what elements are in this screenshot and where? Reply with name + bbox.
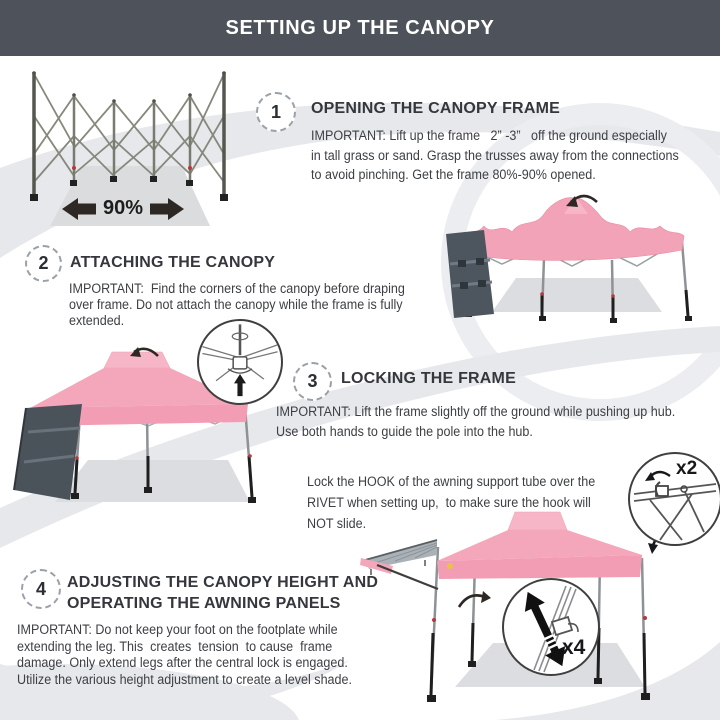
- step-2-body: IMPORTANT: Find the corners of the canop…: [69, 281, 405, 328]
- step-1-badge: 1: [256, 92, 296, 132]
- step-2-title: ATTACHING THE CANOPY: [70, 254, 276, 271]
- hook-inset: x2: [628, 452, 720, 546]
- page-title: SETTING UP THE CANOPY: [225, 16, 495, 39]
- hub-inset: [197, 319, 283, 405]
- height-arrow-icon: [524, 591, 566, 667]
- push-up-arrow-icon: [234, 373, 246, 397]
- step-1-body: IMPORTANT: Lift up the frame 2” -3” off …: [311, 128, 679, 182]
- expand-right-arrow-icon: [150, 197, 185, 220]
- page-header: SETTING UP THE CANOPY: [0, 0, 720, 56]
- frame-open-percent: 90%: [103, 197, 144, 219]
- step-3-title: LOCKING THE FRAME: [341, 370, 516, 387]
- step-1-number: 1: [270, 101, 281, 122]
- leg-adjust-inset-illustration: [524, 585, 579, 673]
- step-1-title: OPENING THE CANOPY FRAME: [311, 100, 560, 117]
- canopy-locked-illustration: [13, 347, 256, 503]
- frame-open-indicator: 90%: [62, 197, 185, 220]
- expand-left-arrow-icon: [62, 197, 96, 220]
- canopy-draping-illustration: [446, 194, 692, 323]
- step-4-title: ADJUSTING THE CANOPY HEIGHT AND OPERATIN…: [67, 574, 379, 612]
- step-4-number: 4: [35, 578, 46, 599]
- step-2-number: 2: [38, 253, 49, 273]
- step-4-body: IMPORTANT: Do not keep your foot on the …: [17, 622, 352, 687]
- hook-multiplier-label: x2: [676, 458, 698, 479]
- step-3-number: 3: [307, 371, 318, 391]
- leg-multiplier-label: x4: [562, 636, 586, 659]
- leg-adjust-inset: x4: [502, 578, 600, 676]
- leg-arrow-icon: [457, 594, 486, 608]
- hook-inset-illustration: [633, 470, 717, 541]
- hook-note: Lock the HOOK of the awning support tube…: [307, 474, 596, 531]
- step-4-badge: 4: [21, 569, 61, 609]
- step-3-badge: 3: [293, 362, 332, 401]
- hub-inset-illustration: [202, 324, 278, 397]
- step-3-body: IMPORTANT: Lift the frame slightly off t…: [276, 404, 676, 439]
- step-2-badge: 2: [25, 245, 62, 282]
